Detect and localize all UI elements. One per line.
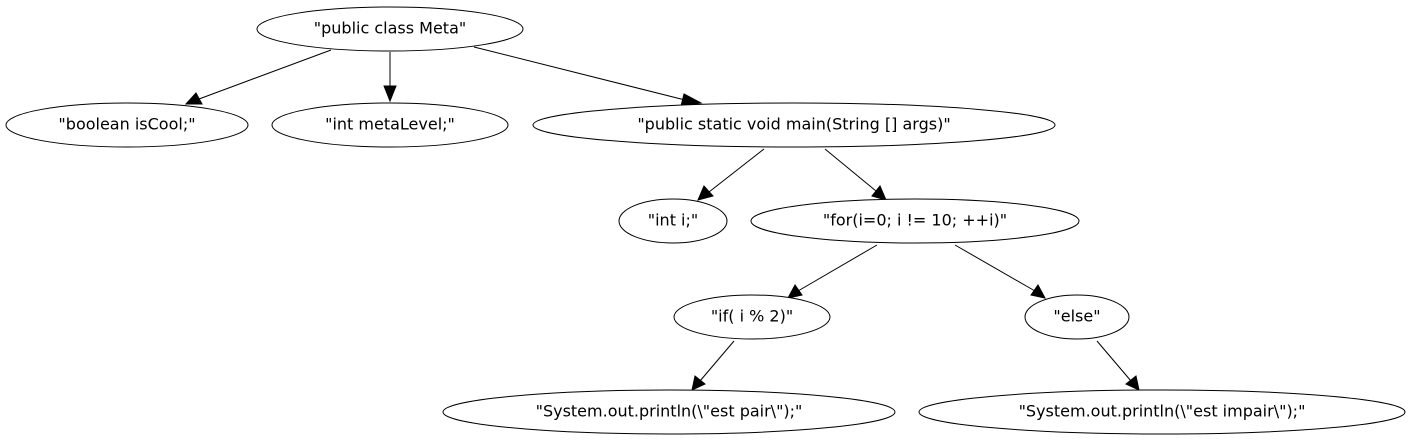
edge-main-to-inti	[708, 148, 765, 193]
node-boolean-iscool: "boolean isCool;"	[5, 102, 249, 148]
node-label: "else"	[1053, 307, 1100, 326]
arrowhead-icon	[697, 185, 714, 201]
node-label: "int metaLevel;"	[325, 115, 455, 134]
node-print-pair: "System.out.println(\"est pair\");"	[442, 389, 896, 435]
arrowhead-icon	[787, 284, 803, 299]
arrowhead-icon	[383, 85, 397, 103]
node-for-loop: "for(i=0; i != 10; ++i)"	[750, 198, 1080, 244]
edge-class-to-iscool	[198, 49, 332, 100]
edge-for-to-if	[797, 244, 878, 292]
node-label: "System.out.println(\"est impair\");"	[1019, 402, 1306, 421]
node-main-method: "public static void main(String [] args)…	[532, 102, 1056, 148]
arrowhead-icon	[1030, 284, 1046, 299]
node-print-impair: "System.out.println(\"est impair\");"	[918, 389, 1406, 435]
node-label: "for(i=0; i != 10; ++i)"	[823, 211, 1007, 230]
node-label: "public class Meta"	[314, 19, 466, 38]
arrowhead-icon	[1125, 375, 1140, 391]
node-public-class-meta: "public class Meta"	[256, 6, 524, 52]
node-label: "int i;"	[648, 211, 699, 230]
node-label: "if( i % 2)"	[711, 307, 793, 326]
edge-else-to-impair	[1096, 340, 1132, 382]
node-int-metalevel: "int metaLevel;"	[271, 102, 509, 148]
node-int-i: "int i;"	[618, 198, 728, 244]
node-if-branch: "if( i % 2)"	[673, 294, 831, 340]
edge-layer	[184, 46, 1140, 391]
edge-if-to-pair	[699, 340, 735, 382]
arrowhead-icon	[691, 375, 706, 391]
edge-main-to-for	[824, 148, 877, 192]
node-label: "public static void main(String [] args)…	[637, 115, 950, 134]
edge-for-to-else	[954, 244, 1036, 292]
node-layer: "public class Meta" "boolean isCool;" "i…	[5, 6, 1406, 435]
edge-class-to-main	[473, 46, 686, 101]
node-else-branch: "else"	[1024, 294, 1130, 340]
node-label: "boolean isCool;"	[58, 115, 195, 134]
arrowhead-icon	[871, 185, 887, 201]
node-label: "System.out.println(\"est pair\");"	[536, 402, 803, 421]
arrowhead-icon	[184, 92, 203, 105]
